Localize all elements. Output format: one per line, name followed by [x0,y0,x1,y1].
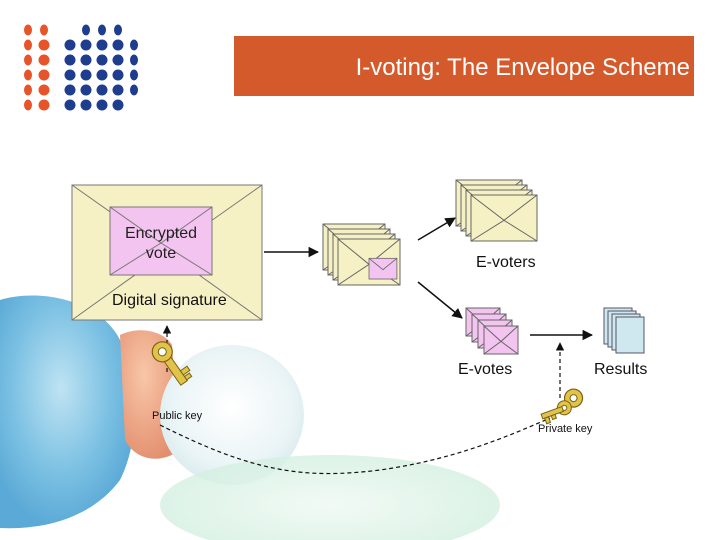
results-documents-icon [603,307,645,354]
public-key-icon [151,341,193,386]
results-label: Results [594,361,648,378]
background-figures [0,295,500,540]
e-votes-envelopes-icon [465,307,519,355]
envelope-stack-icon [322,223,401,286]
private-key-icon [540,388,584,425]
inner-envelope-icon [109,206,213,276]
arrow-stack-to-e-votes [417,281,463,319]
encrypted-vote-label: Encrypted vote [110,224,212,264]
title-bar: I-voting: The Envelope Scheme [234,36,694,96]
encrypted-vote-line1: Encrypted [124,225,198,242]
e-votes-label: E-votes [458,361,513,378]
flow-arrows [264,217,594,341]
encrypted-vote-line2: vote [145,245,177,262]
public-to-private-curve [159,417,551,475]
public-key-label: Public key [152,410,203,422]
private-key-label: Private key [538,423,593,435]
slide-title: I-voting: The Envelope Scheme [355,54,690,81]
logo-dots [24,24,138,111]
e-voters-label: E-voters [476,254,536,271]
arrow-stack-to-e-voters [417,217,456,241]
digital-signature-label: Digital signature [112,292,227,309]
e-voters-envelopes-icon [455,179,538,242]
